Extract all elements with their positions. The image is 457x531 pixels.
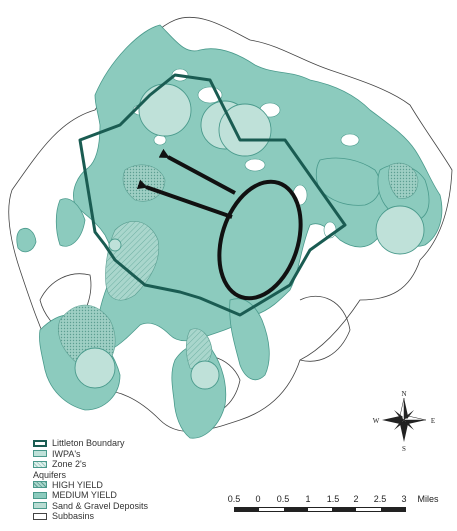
- legend-label-zone2: Zone 2's: [52, 459, 87, 470]
- legend-swatch-boundary: [33, 439, 47, 447]
- legend-heading-aquifers: Aquifers: [33, 469, 67, 480]
- legend-swatch-iwpa: [33, 450, 47, 458]
- scale-tick: 2.5: [373, 494, 387, 504]
- arrow-lower: [136, 179, 233, 219]
- legend-label-boundary: Littleton Boundary: [52, 438, 125, 449]
- highlight-ellipse: [217, 179, 303, 301]
- legend-label-medium-yield: MEDIUM YIELD: [52, 490, 117, 501]
- legend-item-medium-yield: MEDIUM YIELD: [33, 490, 233, 501]
- scale-tick: 1.5: [326, 494, 340, 504]
- legend-swatch-subbasins: [33, 512, 47, 520]
- scale-segments: [234, 507, 406, 512]
- legend-item-iwpa: IWPA's: [33, 449, 233, 460]
- legend-item-high-yield: HIGH YIELD: [33, 480, 233, 491]
- arrow-upper: [158, 148, 236, 195]
- legend-label-sand-gravel: Sand & Gravel Deposits: [52, 500, 149, 511]
- legend-item-zone2: Zone 2's: [33, 459, 233, 470]
- legend-item-sand-gravel: Sand & Gravel Deposits: [33, 501, 233, 512]
- littleton-boundary[interactable]: [78, 73, 347, 317]
- legend-swatch-zone2: [33, 460, 47, 468]
- legend-label-subbasins: Subbasins: [52, 511, 95, 522]
- legend-swatch-high-yield: [33, 481, 47, 489]
- scale-tick: 3: [401, 494, 407, 504]
- scale-labels: 0.5 0 0.5 1 1.5 2 2.5 3 Miles: [228, 494, 448, 505]
- scale-tick: 0: [255, 494, 261, 504]
- map-legend: Littleton Boundary IWPA's Zone 2's Aquif…: [33, 438, 233, 522]
- compass-n: N: [401, 390, 406, 398]
- scale-unit: Miles: [417, 494, 439, 504]
- legend-swatch-sand-gravel: [33, 502, 47, 510]
- scale-bar: 0.5 0 0.5 1 1.5 2 2.5 3 Miles: [228, 494, 448, 512]
- legend-item-subbasins: Subbasins: [33, 511, 233, 522]
- scale-tick: 0.5: [227, 494, 241, 504]
- scale-tick: 0.5: [276, 494, 290, 504]
- arrows: [136, 148, 236, 219]
- compass-w: W: [373, 417, 380, 425]
- scale-tick: 1: [305, 494, 311, 504]
- legend-item-boundary: Littleton Boundary: [33, 438, 233, 449]
- scale-tick: 2: [353, 494, 359, 504]
- compass-e: E: [431, 417, 435, 425]
- legend-swatch-medium-yield: [33, 491, 47, 499]
- legend-label-iwpa: IWPA's: [52, 448, 81, 459]
- legend-label-high-yield: HIGH YIELD: [52, 479, 103, 490]
- compass-rose-icon: N S E W: [373, 390, 435, 452]
- compass-s: S: [402, 445, 406, 452]
